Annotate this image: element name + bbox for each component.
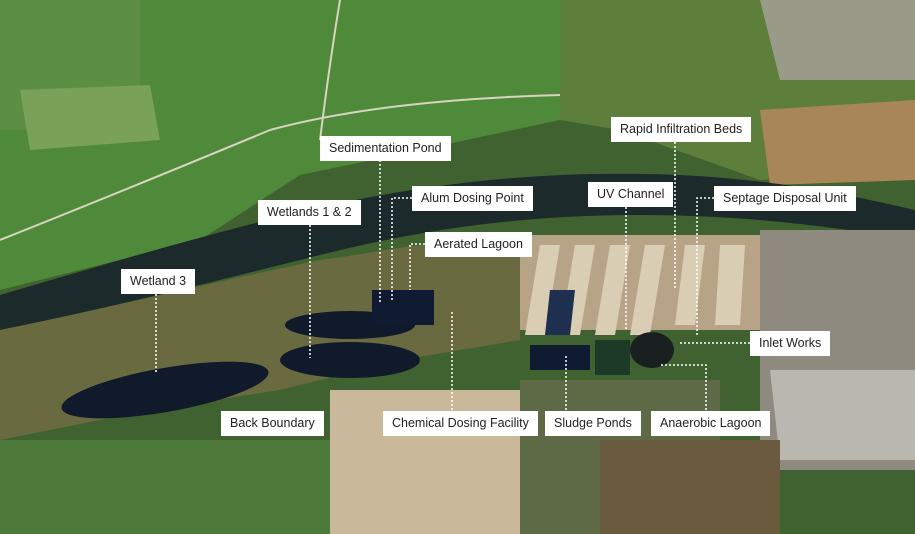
label-inlet-works: Inlet Works: [750, 331, 831, 356]
label-septage-disposal-unit: Septage Disposal Unit: [714, 186, 856, 211]
label-aerated-lagoon: Aerated Lagoon: [425, 232, 532, 257]
label-alum-dosing-point: Alum Dosing Point: [412, 186, 533, 211]
label-uv-channel: UV Channel: [588, 182, 674, 207]
label-back-boundary: Back Boundary: [221, 411, 324, 436]
label-anaerobic-lagoon: Anaerobic Lagoon: [651, 411, 771, 436]
label-chemical-dosing-facility: Chemical Dosing Facility: [383, 411, 538, 436]
label-rapid-infiltration-beds: Rapid Infiltration Beds: [611, 117, 752, 142]
label-sedimentation-pond: Sedimentation Pond: [320, 136, 451, 161]
label-wetland-3: Wetland 3: [121, 269, 196, 294]
label-wetlands-1-2: Wetlands 1 & 2: [258, 200, 361, 225]
label-sludge-ponds: Sludge Ponds: [545, 411, 641, 436]
